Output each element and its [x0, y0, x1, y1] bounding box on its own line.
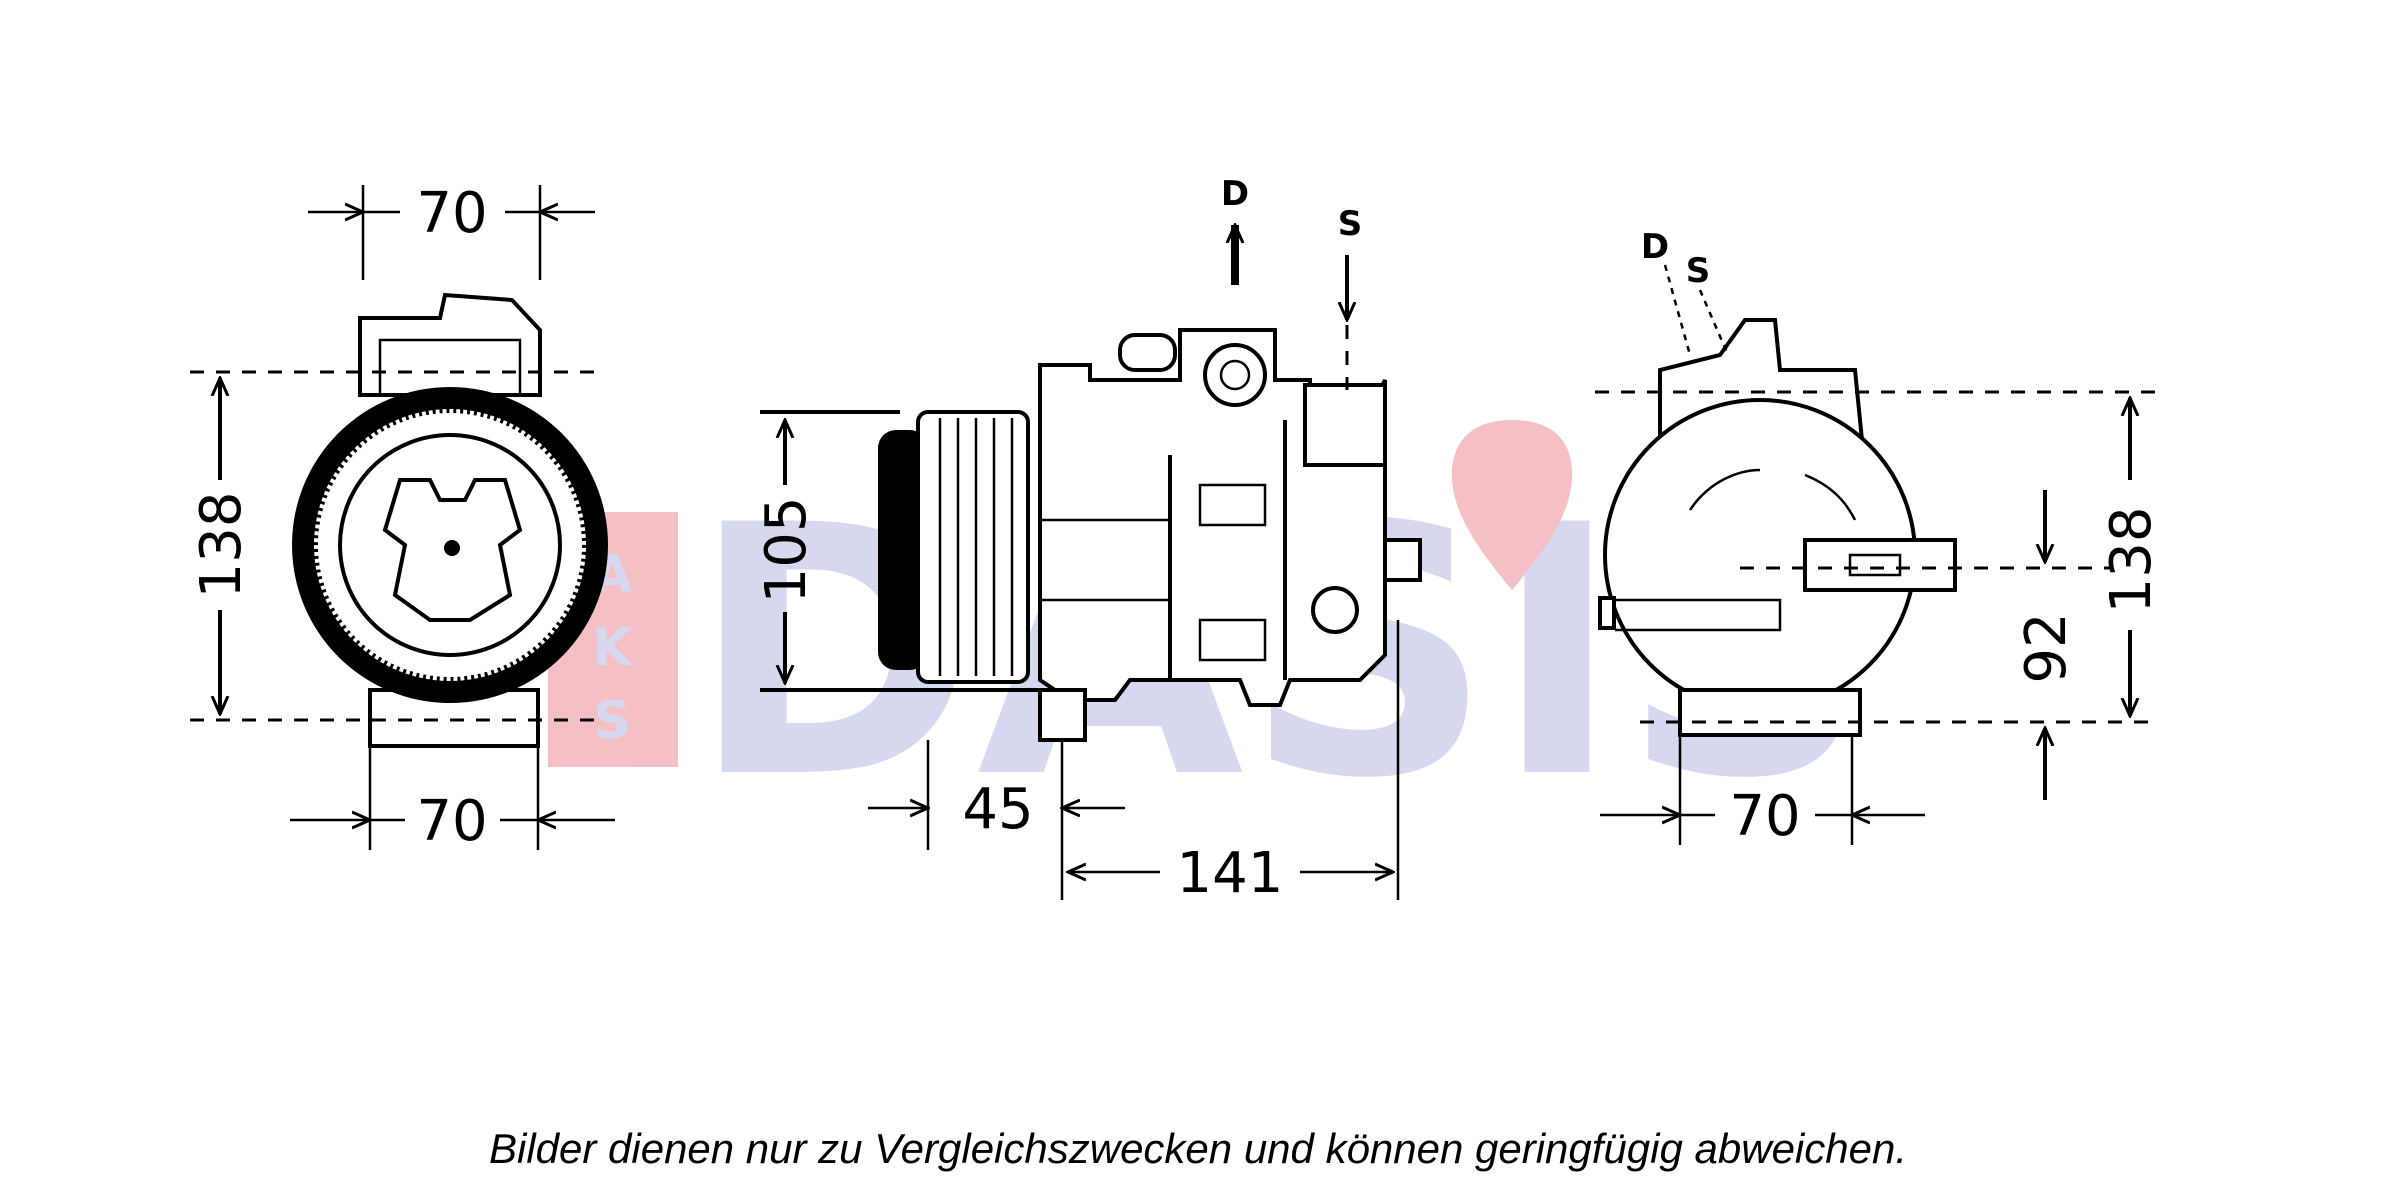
- front-hub-center: [444, 540, 460, 556]
- front-view: 70 138 70: [189, 181, 615, 854]
- side-pulley: [916, 410, 1030, 684]
- side-length-label: 141: [1177, 841, 1284, 906]
- side-discharge-label: D: [1221, 174, 1249, 214]
- front-top-bracket: [358, 292, 542, 397]
- side-discharge-fitting: [1203, 343, 1267, 407]
- side-front-ear: [1038, 688, 1087, 742]
- watermark-i-dot: [1451, 420, 1573, 590]
- side-label-plate-2: [1198, 618, 1267, 662]
- rear-height-label: 138: [2099, 507, 2164, 614]
- rear-port-label-s: S: [1686, 251, 1711, 291]
- rear-mount-tab: [1803, 538, 1957, 592]
- rear-housing-arc-2: [1804, 473, 1857, 521]
- front-width-top-label: 70: [416, 181, 487, 246]
- rear-port-label-d: D: [1641, 227, 1669, 267]
- rear-mount-slot: [1848, 553, 1902, 577]
- side-discharge-fitting-inner: [1219, 359, 1251, 391]
- side-rear-tab: [1383, 538, 1422, 582]
- side-body: [1038, 328, 1387, 707]
- side-suction-label: S: [1338, 204, 1363, 244]
- watermark-side-text-k: K: [592, 618, 634, 678]
- front-height-label: 138: [189, 492, 254, 599]
- rear-width-label: 70: [1729, 784, 1800, 849]
- rear-mount-height-label: 92: [2014, 612, 2079, 683]
- side-clutch-face: [878, 430, 928, 670]
- rear-side-lug: [1598, 596, 1616, 630]
- front-hub-plate: [382, 478, 523, 622]
- rear-housing-arc-1: [1688, 468, 1761, 511]
- side-label-plate-1: [1198, 483, 1267, 527]
- side-lower-fitting: [1311, 586, 1359, 634]
- disclaimer: Bilder dienen nur zu Vergleichszwecken u…: [488, 1125, 1908, 1172]
- rear-port-leader-d: [1663, 264, 1692, 356]
- rear-port-leader-s: [1698, 289, 1730, 356]
- rear-bottom-bracket: [1678, 688, 1862, 737]
- side-connector: [1118, 333, 1177, 372]
- rear-lower-plate: [1615, 598, 1782, 632]
- side-view: D S 105 45 141: [754, 174, 1422, 906]
- side-clutch-offset-label: 45: [962, 777, 1033, 842]
- watermark-side-text-s: S: [593, 691, 630, 751]
- side-body-height-label: 105: [754, 497, 819, 604]
- side-pulley-grooves: [938, 418, 1014, 676]
- side-suction-block: [1303, 383, 1387, 467]
- front-width-bottom-label: 70: [416, 789, 487, 854]
- rear-view: D S 138 92 70: [1595, 227, 2164, 849]
